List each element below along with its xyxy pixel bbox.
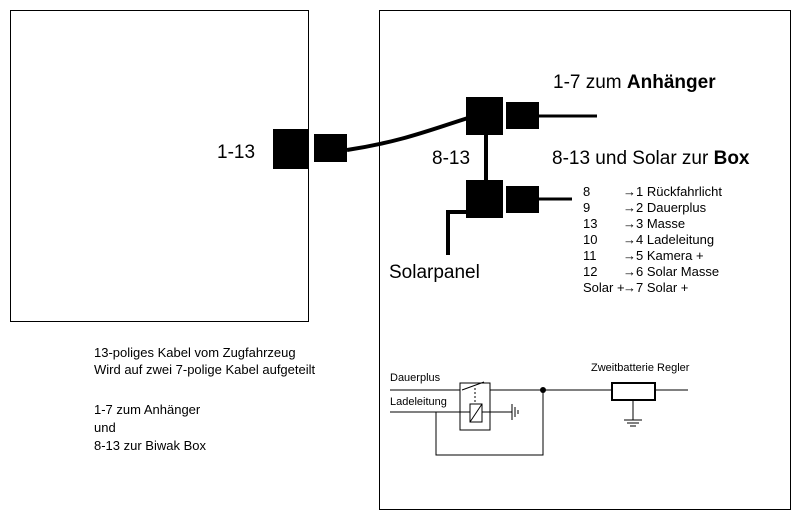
pin-mapping-row: 8 →1 Rückfahrlicht: [583, 184, 783, 200]
description-line-4: und: [94, 420, 116, 435]
vehicle-socket: [273, 129, 309, 169]
pin-source: Solar +: [583, 280, 625, 295]
pin-source: 9: [583, 200, 591, 215]
description-line-2: Wird auf zwei 7-polige Kabel aufgeteilt: [94, 362, 316, 377]
box-label-bold: Box: [713, 148, 750, 169]
pin-target: 7 Solar +: [636, 280, 689, 295]
relay-coil-diag: [469, 403, 483, 423]
regler-box: [611, 382, 656, 401]
relay-box: [459, 382, 491, 431]
arrow-icon: →: [623, 232, 636, 247]
relay-coil: [469, 403, 483, 423]
dauerplus-label: Dauerplus: [390, 372, 441, 384]
plug-anhaenger: [506, 102, 539, 129]
cable-solarpanel: [446, 210, 466, 255]
box-label-prefix: 8-13 und Solar zur: [552, 148, 714, 169]
biwak-box: [379, 10, 791, 510]
pin-source: 8: [583, 184, 591, 199]
pin-mapping-row: 10 →4 Ladeleitung: [583, 232, 783, 248]
description-line-1: 13-poliges Kabel vom Zugfahrzeug: [94, 345, 296, 360]
plug-box: [506, 186, 539, 213]
arrow-icon: →: [623, 200, 636, 215]
pin-mapping-row: 13 →3 Masse: [583, 216, 783, 232]
ladeleitung-label: Ladeleitung: [390, 396, 447, 408]
anhaenger-label-bold: Anhänger: [626, 72, 716, 93]
box-label: 8-13 und Solar zur Box: [552, 148, 750, 170]
pin-source: 13: [583, 216, 598, 231]
main-cable: [346, 116, 469, 152]
anhaenger-label: 1-7 zum Anhänger: [553, 72, 716, 94]
arrow-icon: →: [623, 248, 636, 263]
pin-target: 6 Solar Masse: [636, 264, 720, 279]
arrow-icon: →: [623, 280, 636, 295]
pin-mapping-row: 9 →2 Dauerplus: [583, 200, 783, 216]
pin-target: 5 Kamera +: [636, 248, 704, 263]
arrow-icon: →: [623, 216, 636, 231]
pin-target: 4 Ladeleitung: [636, 232, 715, 247]
pin-target: 2 Dauerplus: [636, 200, 707, 215]
junction-label: 8-13: [432, 148, 471, 169]
relay-switch: [461, 381, 485, 391]
wire-loop: [435, 390, 544, 456]
pin-source: 11: [583, 248, 597, 263]
pin-mapping-row: Solar +→7 Solar +: [583, 280, 783, 296]
vehicle-box: [10, 10, 309, 322]
splitter-lower-block: [466, 180, 503, 218]
description-line-5: 8-13 zur Biwak Box: [94, 438, 206, 453]
anhaenger-label-prefix: 1-7 zum: [553, 72, 627, 93]
pin-source: 10: [583, 232, 598, 247]
pin-target: 1 Rückfahrlicht: [636, 184, 722, 199]
pin-source: 12: [583, 264, 598, 279]
pin-mapping-row: 11 →5 Kamera +: [583, 248, 783, 264]
splitter-upper-block: [466, 97, 503, 135]
arrow-icon: →: [623, 264, 636, 279]
description-line-3: 1-7 zum Anhänger: [94, 402, 201, 417]
arrow-icon: →: [623, 184, 636, 199]
plug-13-pin: [314, 134, 347, 162]
regler-label: Zweitbatterie Regler: [591, 362, 690, 374]
solarpanel-label: Solarpanel: [389, 262, 480, 283]
pin-target: 3 Masse: [636, 216, 686, 231]
vehicle-connector-label: 1-13: [217, 142, 256, 163]
pin-mapping-row: 12 →6 Solar Masse: [583, 264, 783, 280]
